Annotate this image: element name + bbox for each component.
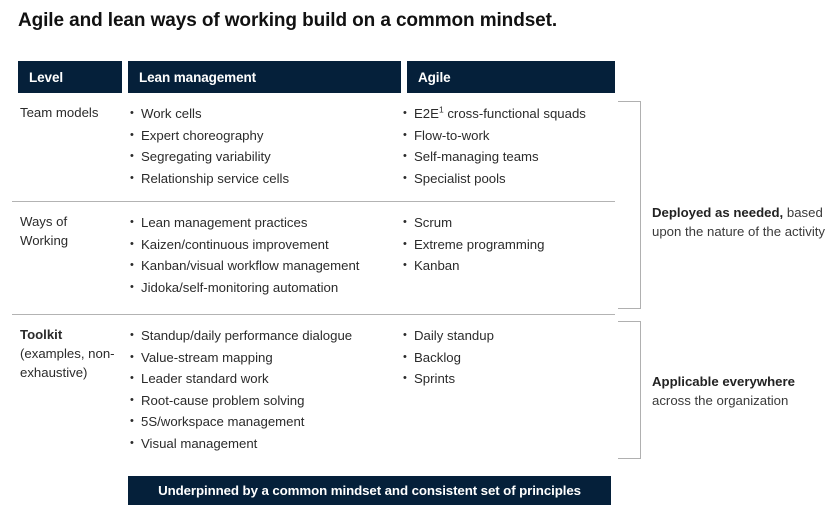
- row-level-secondary: Working: [20, 233, 69, 248]
- agile-bullet-list: E2E1 cross-functional squads Flow-to-wor…: [403, 103, 611, 189]
- list-item: Kaizen/continuous improvement: [130, 234, 395, 256]
- row-level-label: Toolkit (examples, non-exhaustive): [12, 315, 130, 466]
- annotation-strong: Applicable everywhere: [652, 374, 795, 389]
- lean-bullet-list: Standup/daily performance dialogue Value…: [130, 325, 395, 454]
- list-item-text-e2e: E2E1 cross-functional squads: [414, 104, 586, 121]
- list-item: Daily standup: [403, 325, 611, 347]
- list-item: Backlog: [403, 347, 611, 369]
- list-item: Leader standard work: [130, 368, 395, 390]
- list-item: Specialist pools: [403, 168, 611, 190]
- row-agile-cell: E2E1 cross-functional squads Flow-to-wor…: [403, 93, 615, 201]
- bottom-banner: Underpinned by a common mindset and cons…: [128, 476, 611, 505]
- header-gap-1: [122, 61, 128, 93]
- table-header-row: Level Lean management Agile: [18, 61, 615, 93]
- table-row: Team models Work cells Expert choreograp…: [12, 93, 615, 202]
- annotation-strong: Deployed as needed,: [652, 205, 784, 220]
- column-header-agile: Agile: [407, 61, 615, 93]
- annotation-rest: based upon the nature of the activity: [652, 205, 826, 239]
- list-item: E2E1 cross-functional squads: [403, 103, 611, 125]
- comparison-table: Team models Work cells Expert choreograp…: [12, 93, 615, 466]
- header-gap-2: [401, 61, 407, 93]
- row-lean-cell: Lean management practices Kaizen/continu…: [130, 202, 403, 314]
- list-item: Value-stream mapping: [130, 347, 395, 369]
- lean-bullet-list: Work cells Expert choreography Segregati…: [130, 103, 395, 189]
- page-title: Agile and lean ways of working build on …: [18, 10, 558, 31]
- group-bracket-upper: [618, 101, 641, 309]
- row-level-primary: Ways of: [20, 214, 68, 229]
- row-level-primary: Toolkit: [20, 327, 63, 342]
- row-level-label: Ways of Working: [12, 202, 130, 314]
- list-item: Segregating variability: [130, 146, 395, 168]
- row-level-primary: Team models: [20, 105, 99, 120]
- list-item: Kanban/visual workflow management: [130, 255, 395, 277]
- column-header-level: Level: [18, 61, 122, 93]
- list-item: Scrum: [403, 212, 611, 234]
- row-level-label: Team models: [12, 93, 130, 201]
- list-item: Flow-to-work: [403, 125, 611, 147]
- list-item: Kanban: [403, 255, 611, 277]
- list-item: Lean management practices: [130, 212, 395, 234]
- list-item: Standup/daily performance dialogue: [130, 325, 395, 347]
- row-lean-cell: Work cells Expert choreography Segregati…: [130, 93, 403, 201]
- row-agile-cell: Daily standup Backlog Sprints: [403, 315, 615, 466]
- annotation-deployed-as-needed: Deployed as needed, based upon the natur…: [652, 203, 830, 241]
- table-row: Ways of Working Lean management practice…: [12, 202, 615, 315]
- list-item: Visual management: [130, 433, 395, 455]
- lean-bullet-list: Lean management practices Kaizen/continu…: [130, 212, 395, 298]
- group-bracket-lower: [618, 321, 641, 459]
- list-item: Sprints: [403, 368, 611, 390]
- agile-bullet-list: Daily standup Backlog Sprints: [403, 325, 611, 390]
- list-item: Jidoka/self-monitoring automation: [130, 277, 395, 299]
- row-agile-cell: Scrum Extreme programming Kanban: [403, 202, 615, 314]
- list-item: Self-managing teams: [403, 146, 611, 168]
- table-row: Toolkit (examples, non-exhaustive) Stand…: [12, 315, 615, 466]
- column-header-lean-management: Lean management: [128, 61, 401, 93]
- list-item: Relationship service cells: [130, 168, 395, 190]
- row-level-secondary: (examples, non-exhaustive): [20, 346, 115, 380]
- list-item: Work cells: [130, 103, 395, 125]
- footnote-marker: 1: [438, 104, 444, 115]
- list-item: 5S/workspace management: [130, 411, 395, 433]
- list-item: Extreme programming: [403, 234, 611, 256]
- annotation-applicable-everywhere: Applicable everywhere across the organiz…: [652, 372, 830, 410]
- list-item: Root-cause problem solving: [130, 390, 395, 412]
- row-lean-cell: Standup/daily performance dialogue Value…: [130, 315, 403, 466]
- list-item: Expert choreography: [130, 125, 395, 147]
- annotation-rest: across the organization: [652, 393, 789, 408]
- agile-bullet-list: Scrum Extreme programming Kanban: [403, 212, 611, 277]
